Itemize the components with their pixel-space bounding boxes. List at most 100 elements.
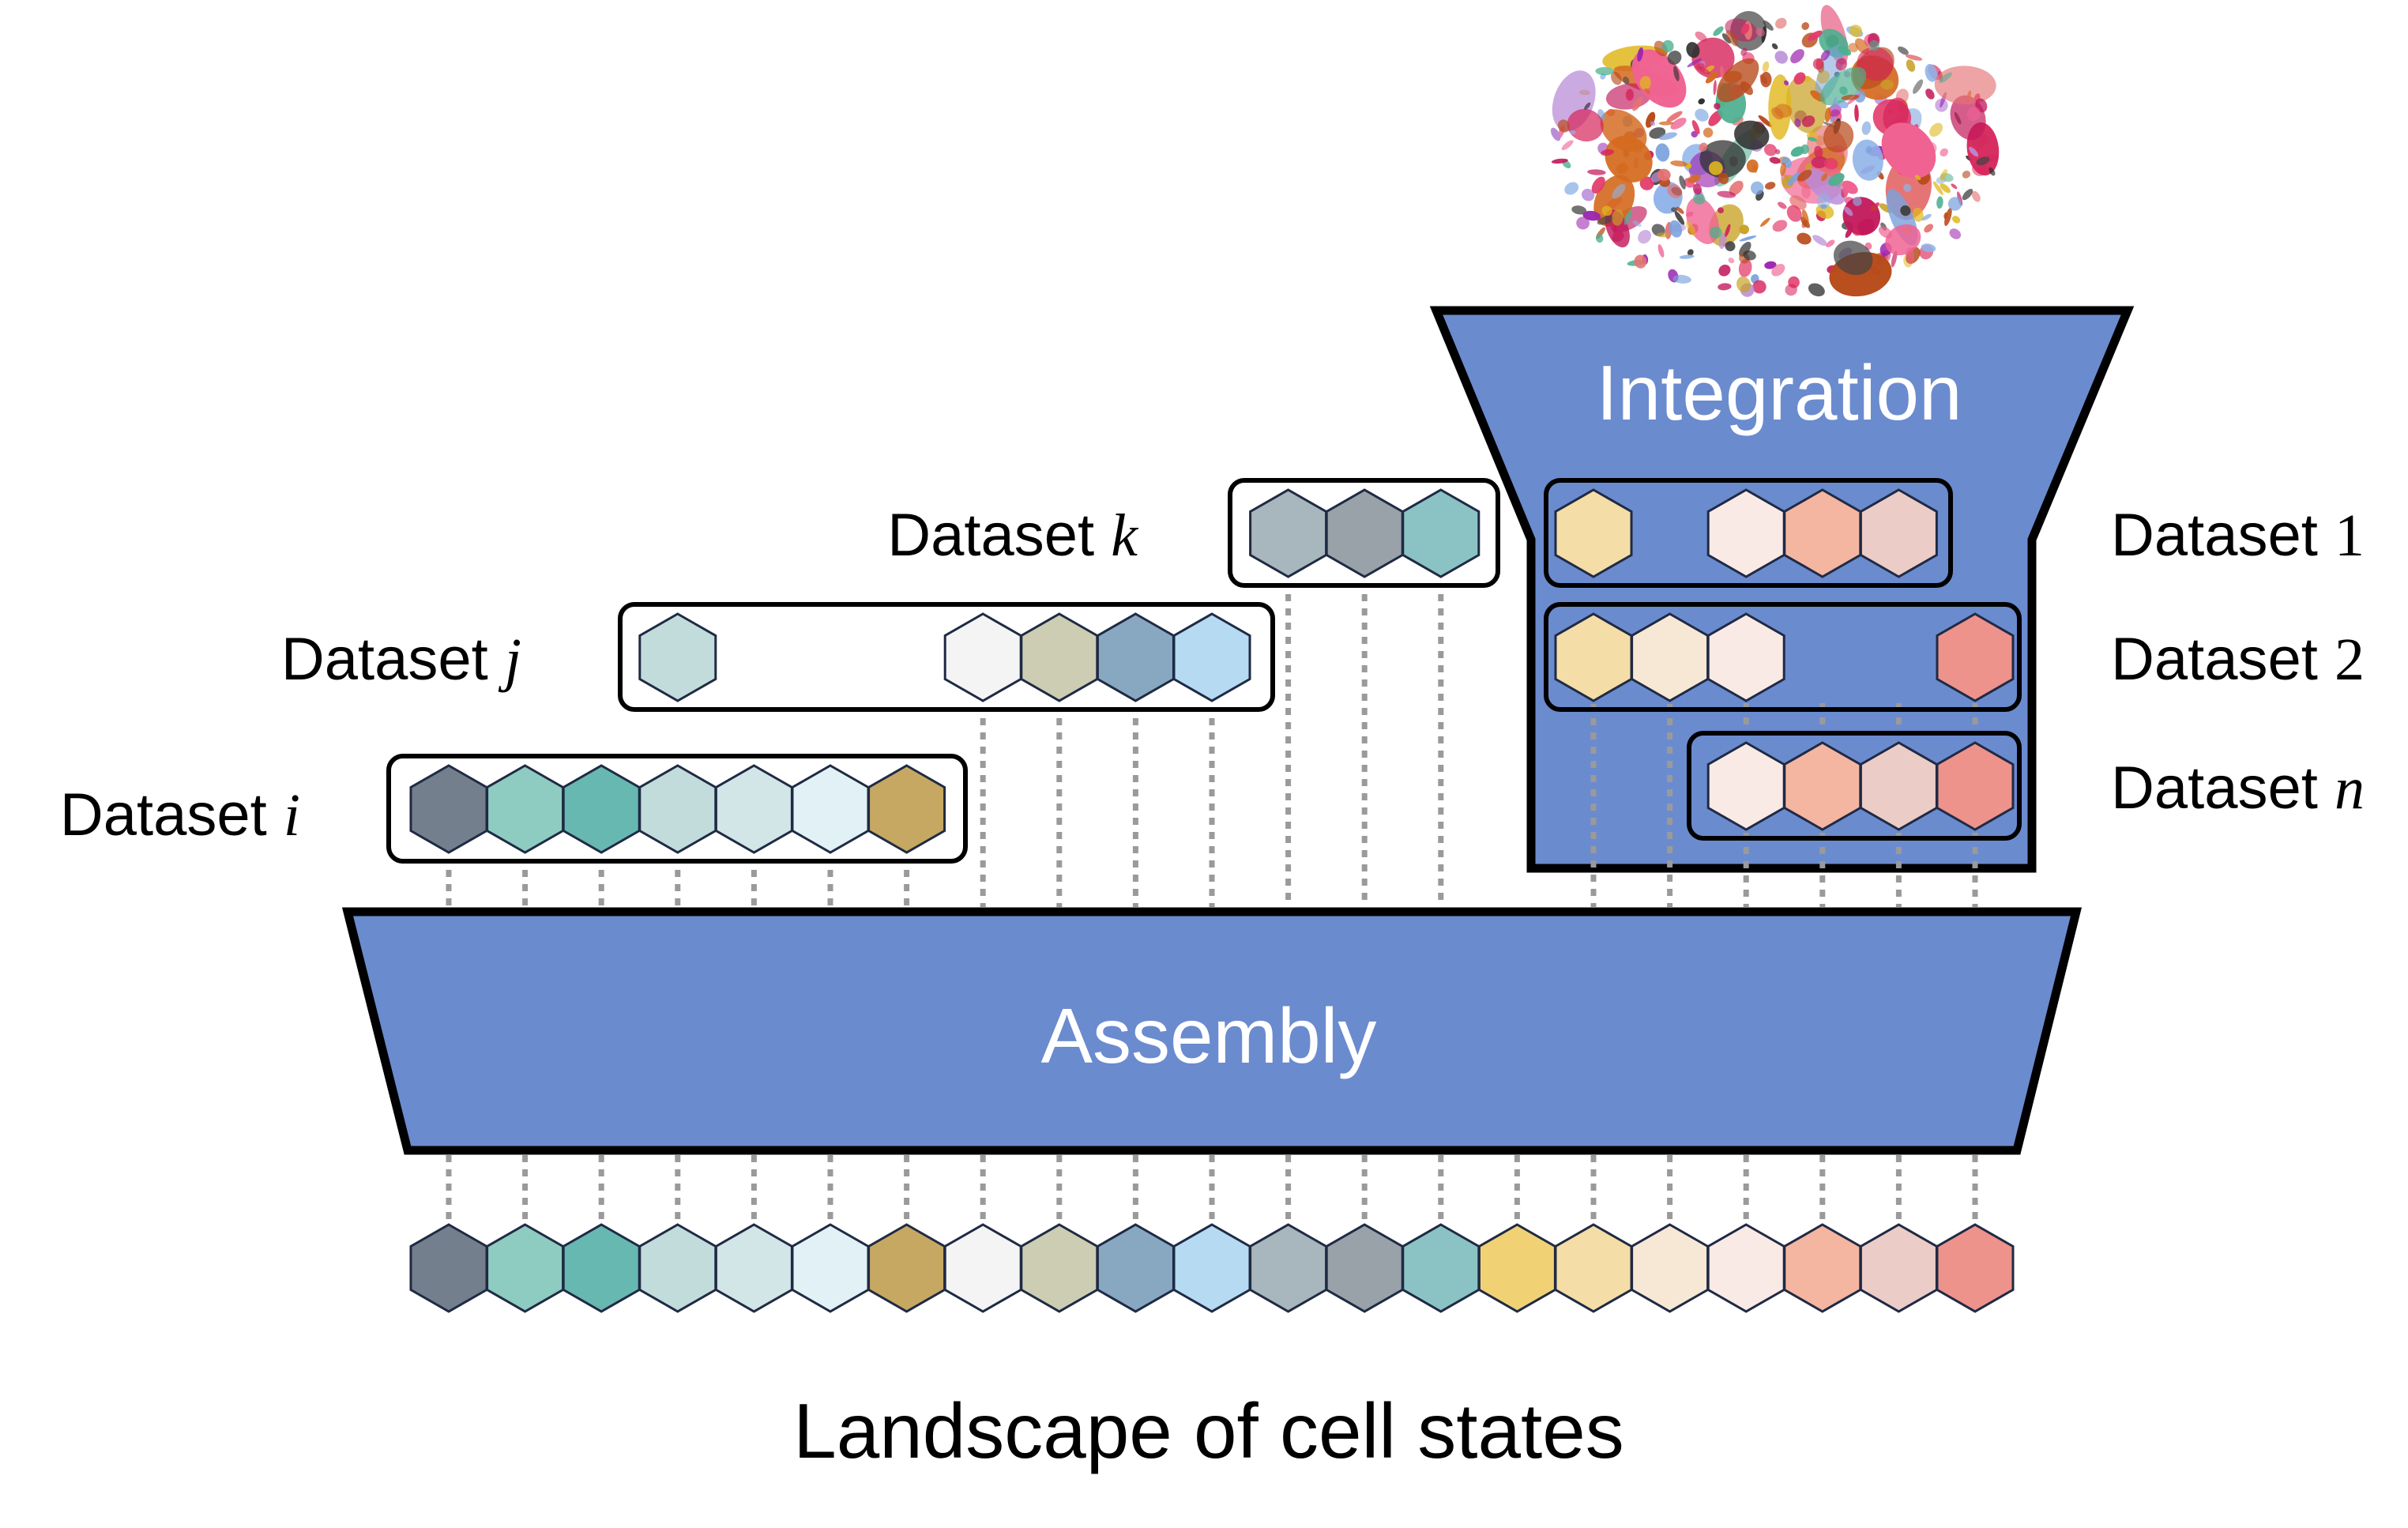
atlas-dot: [1673, 66, 1680, 81]
hexagon-landscape: [1706, 1223, 1785, 1313]
atlas-dot: [1765, 182, 1776, 190]
atlas-dot: [1687, 174, 1701, 183]
hexagon-landscape: [1554, 1223, 1633, 1313]
atlas-dot: [1801, 115, 1815, 127]
atlas-dot: [1713, 26, 1724, 36]
atlas-dot: [1951, 183, 1958, 190]
atlas-dot: [1557, 119, 1570, 133]
atlas-dot: [1844, 206, 1853, 216]
atlas-dot: [1780, 162, 1786, 176]
atlas-dot: [1880, 79, 1894, 90]
dataset-label-i: Dataset i: [60, 781, 300, 849]
atlas-dot: [1655, 143, 1670, 162]
atlas-dot: [1940, 148, 1948, 157]
atlas-dot: [1714, 103, 1721, 110]
atlas-dot: [1857, 47, 1894, 81]
atlas-dot: [1691, 130, 1698, 138]
hexagon-landscape: [1020, 1223, 1099, 1313]
atlas-dot: [1718, 172, 1729, 185]
atlas-dot: [1786, 205, 1802, 222]
atlas-dot: [1871, 206, 1877, 210]
hexagon-cell-state: [1859, 488, 1938, 578]
atlas-dot: [1738, 258, 1752, 277]
atlas-dot: [1632, 220, 1642, 228]
atlas-dot: [1739, 241, 1751, 257]
atlas-dot: [1794, 119, 1801, 127]
atlas-dot: [1823, 157, 1838, 170]
hexagon-landscape: [1402, 1223, 1481, 1313]
atlas-dot: [1612, 183, 1626, 199]
hexagon-landscape: [1783, 1223, 1862, 1313]
integration-funnel: [1429, 306, 2135, 873]
atlas-dot: [1962, 188, 1973, 201]
atlas-dot: [1595, 234, 1604, 243]
hexagon-landscape: [638, 1223, 717, 1313]
atlas-dot: [1828, 103, 1842, 117]
atlas-dot: [1785, 284, 1797, 296]
dataset-label-n: Dataset n: [2111, 755, 2365, 822]
atlas-dot: [1808, 283, 1825, 297]
atlas-dot: [1852, 228, 1861, 236]
atlas-dot: [1914, 175, 1921, 180]
atlas-dot: [1952, 216, 1961, 224]
atlas-dot: [1752, 280, 1766, 294]
atlas-dot: [1988, 167, 1996, 176]
atlas-dot: [1898, 46, 1909, 55]
atlas-dot: [1582, 188, 1595, 201]
atlas-dot: [1710, 226, 1722, 239]
atlas-dot: [1900, 205, 1911, 216]
atlas-dot: [1670, 160, 1687, 167]
atlas-dot: [1925, 88, 1935, 100]
atlas-dot: [1833, 240, 1873, 276]
atlas-dot: [1644, 88, 1650, 94]
atlas-dot: [1848, 43, 1859, 53]
atlas-dot: [1906, 247, 1915, 265]
atlas-dot: [1797, 169, 1812, 182]
atlas-dot: [1854, 90, 1866, 103]
atlas-dot: [1815, 44, 1844, 102]
atlas-dot: [1921, 243, 1936, 253]
atlas-dot: [1591, 176, 1605, 194]
atlas-dot: [1845, 227, 1853, 239]
atlas-dot: [1852, 139, 1883, 181]
atlas-dot: [1885, 224, 1921, 256]
atlas-dot: [1976, 156, 1990, 166]
atlas-dot: [1601, 149, 1615, 156]
atlas-dot: [1624, 209, 1633, 225]
atlas-dot: [1811, 156, 1828, 168]
atlas-dot: [1944, 207, 1952, 227]
atlas-dot: [1823, 120, 1854, 152]
hexagon-landscape: [714, 1223, 793, 1313]
atlas-dot: [1686, 42, 1700, 58]
atlas-dot: [1570, 130, 1576, 135]
atlas-dot: [1699, 142, 1708, 152]
dataset-label-2: Dataset 2: [2111, 626, 2365, 693]
atlas-dot: [1740, 47, 1748, 56]
integration-label: Integration: [1596, 349, 1962, 436]
atlas-dot: [1764, 261, 1777, 269]
atlas-dot: [1725, 241, 1736, 251]
hexagon-landscape: [943, 1223, 1022, 1313]
atlas-dot: [1717, 58, 1759, 103]
atlas-dot: [1826, 239, 1835, 247]
atlas-dot: [1637, 47, 1644, 62]
atlas-dot: [1717, 190, 1736, 198]
atlas-dot: [1571, 205, 1587, 215]
dataset-box-n: [1687, 731, 2022, 841]
hexagon-cell-state: [1706, 612, 1785, 702]
dataset-label-k: Dataset k: [887, 502, 1138, 569]
atlas-dot: [1674, 211, 1685, 225]
atlas-dot: [1733, 120, 1770, 150]
atlas-dot: [1550, 127, 1561, 141]
atlas-dot: [1687, 58, 1703, 68]
atlas-dot: [1868, 40, 1880, 51]
atlas-dot: [1616, 162, 1628, 175]
atlas-dot: [1705, 71, 1718, 84]
atlas-dot: [1903, 183, 1912, 192]
landscape-label: Landscape of cell states: [793, 1387, 1624, 1474]
atlas-dot: [1610, 71, 1622, 85]
hexagon-landscape: [1936, 1223, 2015, 1313]
cell-atlas-image: [1550, 5, 2000, 297]
atlas-dot: [1939, 72, 1952, 84]
atlas-dot: [1771, 264, 1785, 277]
